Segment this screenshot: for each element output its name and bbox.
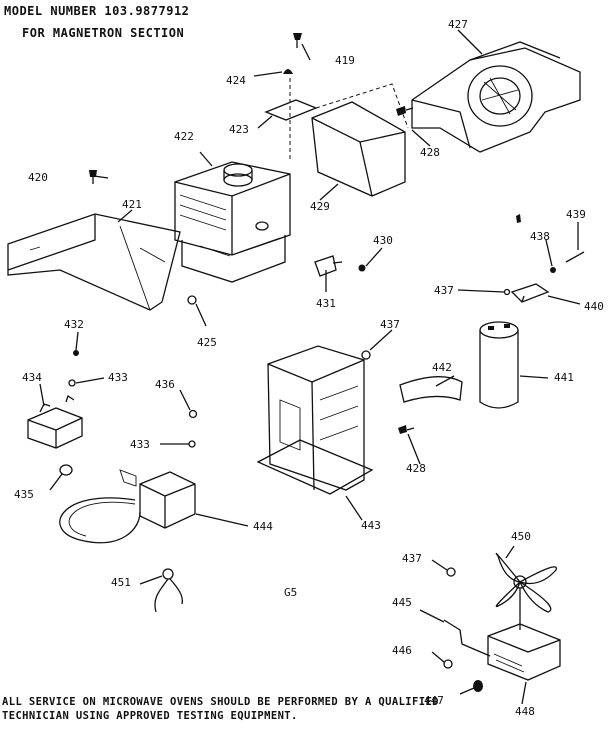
part-440-mount-bracket	[510, 283, 550, 303]
callout-437-right: 437	[434, 284, 454, 297]
callout-433-upper: 433	[108, 371, 128, 384]
callout-437-upper: 437	[380, 318, 400, 331]
callout-431: 431	[316, 297, 336, 310]
part-437-nut-a	[361, 350, 371, 360]
section-heading: FOR MAGNETRON SECTION	[22, 26, 185, 40]
part-423-bracket	[264, 78, 318, 160]
callout-451: 451	[111, 576, 131, 589]
part-437-washer-b	[503, 288, 511, 296]
callout-425: 425	[197, 336, 217, 349]
callout-434: 434	[22, 371, 42, 384]
part-448-fan-motor	[487, 623, 561, 681]
callout-432: 432	[64, 318, 84, 331]
part-432-screw	[73, 350, 79, 356]
part-444-transformer-harness	[59, 469, 196, 544]
part-436-nut	[188, 409, 198, 419]
part-437-washer-c	[446, 567, 456, 577]
part-442-capacitor-strap	[399, 376, 463, 403]
part-435-bushing	[59, 464, 73, 476]
callout-421: 421	[122, 198, 142, 211]
part-424-cap	[283, 69, 293, 74]
callout-422: 422	[174, 130, 194, 143]
part-438-nut	[550, 267, 556, 273]
callout-439: 439	[566, 208, 586, 221]
part-445-motor-bracket	[443, 619, 491, 657]
part-430-nut	[358, 264, 366, 272]
part-433-washer	[68, 379, 76, 387]
callout-436: 436	[155, 378, 175, 391]
callout-429: 429	[310, 200, 330, 213]
callout-446: 446	[392, 644, 412, 657]
callout-445: 445	[392, 596, 412, 609]
part-441-capacitor	[479, 321, 519, 409]
part-450-fan-blade	[495, 552, 557, 630]
part-439-screw	[565, 251, 585, 263]
callout-447: 447	[424, 694, 444, 707]
callout-448: 448	[515, 705, 535, 718]
part-446-nut	[443, 659, 453, 669]
part-421-air-duct	[7, 213, 181, 311]
part-427-blower-fan	[411, 41, 581, 153]
callout-435: 435	[14, 488, 34, 501]
callout-424: 424	[226, 74, 246, 87]
callout-430: 430	[373, 234, 393, 247]
callout-420: 420	[28, 171, 48, 184]
leader-lines	[39, 29, 581, 705]
part-428-screw-lower	[398, 425, 415, 434]
part-451-wire-lead	[154, 568, 184, 613]
service-notice-line-2: TECHNICIAN USING APPROVED TESTING EQUIPM…	[2, 710, 298, 722]
part-422-magnetron	[174, 161, 291, 283]
callout-433-lower: 433	[130, 438, 150, 451]
callout-423: 423	[229, 123, 249, 136]
part-420-screw	[89, 170, 97, 184]
callout-442: 442	[432, 361, 452, 374]
model-number-heading: MODEL NUMBER 103.9877912	[4, 4, 190, 18]
callout-438: 438	[530, 230, 550, 243]
part-429-shield	[311, 83, 409, 197]
part-425-nut	[187, 295, 197, 305]
part-fastener	[516, 214, 521, 223]
callout-440: 440	[584, 300, 604, 313]
part-428-screw-upper	[396, 106, 414, 116]
callout-419: 419	[335, 54, 355, 67]
part-419-screw	[293, 33, 302, 48]
part-443-high-voltage-transformer	[256, 345, 374, 495]
callout-437-lower: 437	[402, 552, 422, 565]
callout-444: 444	[253, 520, 273, 533]
callout-428-upper: 428	[420, 146, 440, 159]
service-notice-line-1: ALL SERVICE ON MICROWAVE OVENS SHOULD BE…	[2, 696, 439, 708]
part-447-grommet	[473, 680, 483, 692]
page-code: G5	[284, 586, 297, 599]
part-433-washer-b	[188, 440, 196, 448]
callout-427: 427	[448, 18, 468, 31]
callout-450: 450	[511, 530, 531, 543]
callout-441: 441	[554, 371, 574, 384]
part-434-high-voltage-diode	[27, 394, 83, 449]
part-431-thermal-cutout	[314, 255, 343, 277]
callout-443: 443	[361, 519, 381, 532]
callout-428-lower: 428	[406, 462, 426, 475]
